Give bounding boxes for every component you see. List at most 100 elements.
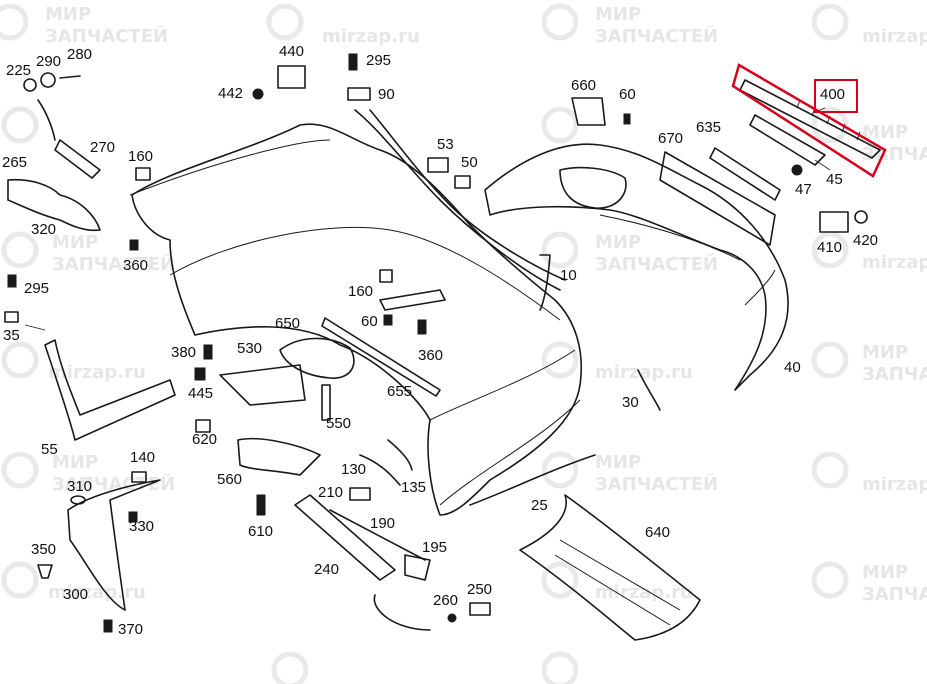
bracket-270 <box>54 139 101 179</box>
part-label: 90 <box>378 86 395 103</box>
pin-550 <box>321 384 331 421</box>
watermark-brand: ЗАПЧАСТЕЙ <box>52 253 175 275</box>
highlighted-part-label: 400 <box>820 86 846 103</box>
clip-160-center <box>379 269 393 283</box>
nut-225 <box>23 78 37 92</box>
part-label: 130 <box>341 461 367 478</box>
screw-47 <box>791 164 803 176</box>
clip-350 <box>37 564 53 579</box>
watermark-brand: МИР <box>862 562 908 583</box>
watermark-brand: ЗАПЧАСТЕЙ <box>52 473 175 495</box>
part-label: 295 <box>24 280 50 297</box>
diffuser-ribs <box>554 539 681 626</box>
strip-135 <box>387 439 413 471</box>
watermark-url: mirzap.ru <box>595 582 693 603</box>
part-label: 35 <box>3 327 20 344</box>
part-label: 300 <box>63 586 89 603</box>
part-label: 440 <box>279 43 305 60</box>
bracket-265 <box>7 178 101 232</box>
sensor-410 <box>819 211 849 233</box>
screw-295-upper <box>348 53 358 71</box>
part-label: 50 <box>461 154 478 171</box>
bracket-440 <box>277 65 306 89</box>
part-label: 210 <box>318 484 344 501</box>
part-label: 25 <box>531 497 548 514</box>
cable-190 <box>329 509 426 561</box>
strip-130 <box>359 454 401 486</box>
part-label: 610 <box>248 523 274 540</box>
watermark-brand: МИР <box>595 4 641 25</box>
watermark-layer: МИР ЗАПЧАСТЕЙ mirzap.ru МИР ЗАПЧАСТЕЙ mi… <box>0 3 927 684</box>
part-label: 260 <box>433 592 459 609</box>
clip-160 <box>135 167 151 181</box>
leader-line <box>24 324 46 331</box>
bumper-corner-tab <box>539 254 551 311</box>
watermark-url: mirzap <box>862 26 927 47</box>
bumper-edge-line <box>744 269 776 306</box>
watermark-brand: МИР <box>52 452 98 473</box>
part-label: 140 <box>130 449 156 466</box>
watermark-brand: ЗАПЧАСТЕЙ <box>45 25 168 47</box>
watermark-url: mirzap.ru <box>595 362 693 383</box>
washer-310 <box>70 495 86 505</box>
clip-250 <box>469 602 491 616</box>
clip-60 <box>623 113 631 125</box>
cable-260 <box>373 594 431 631</box>
nut-140 <box>131 471 147 483</box>
connector-195 <box>404 554 431 581</box>
part-label: 660 <box>571 77 597 94</box>
part-label: 550 <box>326 415 352 432</box>
screw-370 <box>103 619 113 633</box>
part-label: 295 <box>366 52 392 69</box>
part-label: 30 <box>622 394 639 411</box>
trim-strip-400 <box>739 79 881 159</box>
bumper-edge-line <box>169 226 561 321</box>
watermark-brand: МИР <box>595 452 641 473</box>
watermark-url: mirzap.ru <box>322 26 420 47</box>
part-label: 280 <box>67 46 93 63</box>
part-label: 380 <box>171 344 197 361</box>
part-label: 320 <box>31 221 57 238</box>
bumper-upper-rail <box>369 109 566 281</box>
part-label: 635 <box>696 119 722 136</box>
watermark-brand: МИР <box>862 342 908 363</box>
washer-260 <box>447 613 457 623</box>
screw-380 <box>203 344 213 360</box>
bracket-300 <box>67 479 161 611</box>
bracket-530 <box>219 364 306 406</box>
part-label: 240 <box>314 561 340 578</box>
watermark-url: mirzap.ru <box>48 362 146 383</box>
part-label: 250 <box>467 581 493 598</box>
part-label: 225 <box>6 62 32 79</box>
part-label: 360 <box>418 347 444 364</box>
highlight-frame <box>814 79 858 113</box>
watermark-brand: ЗАПЧАС <box>862 584 927 605</box>
part-label: 655 <box>387 383 413 400</box>
clip-50 <box>454 175 471 189</box>
clip-60-center <box>383 314 393 326</box>
screw-442 <box>252 88 264 100</box>
trim-strip-clips <box>796 99 861 141</box>
part-label: 330 <box>129 518 155 535</box>
bumper-edge-line <box>129 139 331 196</box>
part-label: 53 <box>437 136 454 153</box>
part-label: 160 <box>128 148 154 165</box>
clip-360 <box>129 239 139 251</box>
clip-620 <box>195 419 211 433</box>
watermark-url: mirzap <box>862 252 927 273</box>
rear-bumper-cover <box>131 123 583 516</box>
part-label: 55 <box>41 441 58 458</box>
part-label: 60 <box>619 86 636 103</box>
part-label: 40 <box>784 359 801 376</box>
watermark-brand: ЗАПЧАСТЕЙ <box>595 25 718 47</box>
part-label: 47 <box>795 181 812 198</box>
part-label: 135 <box>401 479 427 496</box>
watermark-brand: МИР <box>45 4 91 25</box>
part-label: 650 <box>275 315 301 332</box>
bolt-280 <box>59 75 81 79</box>
clip-445 <box>194 367 206 381</box>
screw-610 <box>256 494 266 516</box>
strip-30 <box>637 369 661 411</box>
watermark-brand: МИР <box>862 122 908 143</box>
